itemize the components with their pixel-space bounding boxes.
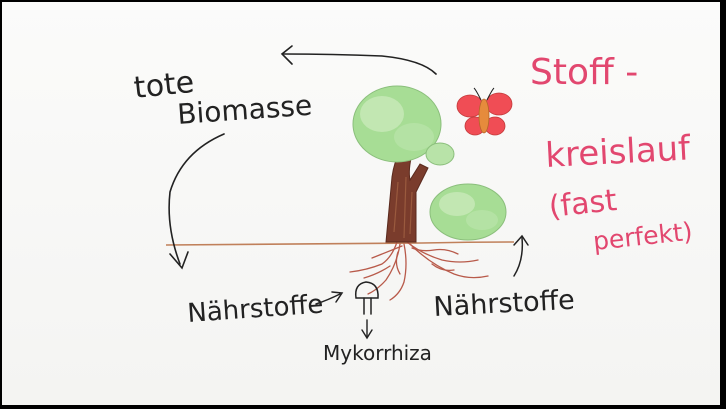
mushroom-icon xyxy=(356,282,378,314)
label-stoff: Stoff - xyxy=(530,52,638,93)
butterfly-icon xyxy=(457,88,512,135)
label-naehrstoffe-left: Nährstoffe xyxy=(186,290,324,329)
label-biomasse: Biomasse xyxy=(176,89,313,131)
label-kreislauf: kreislauf xyxy=(544,128,692,176)
diagram-canvas: tote Biomasse Nährstoffe Nährstoffe Myko… xyxy=(2,2,720,405)
label-perfekt: perfekt) xyxy=(592,217,694,256)
whiteboard: tote Biomasse Nährstoffe Nährstoffe Myko… xyxy=(2,2,720,405)
ground-line xyxy=(166,242,514,245)
arrow-top xyxy=(282,46,436,74)
arrow-biomasse-down xyxy=(169,134,224,268)
arrow-mykorrhiza xyxy=(362,320,372,338)
label-fast: (fast xyxy=(547,183,619,225)
tree-trunk xyxy=(386,152,428,242)
label-mykorrhiza: Mykorrhiza xyxy=(323,341,432,365)
tree-crown xyxy=(353,86,454,165)
bush xyxy=(430,184,506,240)
arrow-naehrstoffe-right xyxy=(514,236,528,276)
label-naehrstoffe-right: Nährstoffe xyxy=(433,285,576,323)
